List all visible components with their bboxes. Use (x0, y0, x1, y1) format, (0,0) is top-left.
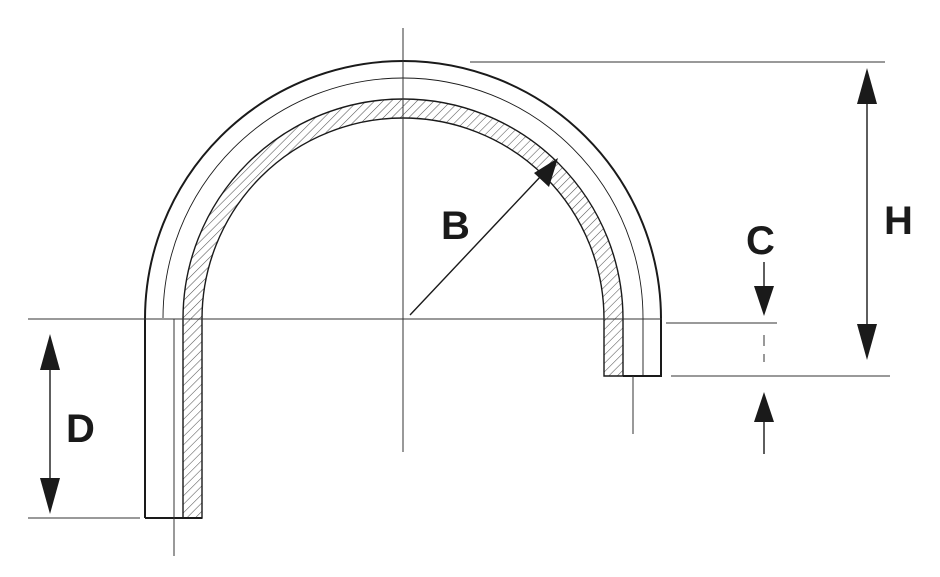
dimension-label-b: B (441, 204, 470, 248)
pipe-bore-line (162, 77, 644, 376)
dimension-label-c: C (746, 219, 775, 263)
b-radius-arrow (409, 158, 558, 316)
d-dimension-arrow (40, 334, 60, 514)
dimension-label-d: D (66, 407, 95, 451)
c-dimension-arrows (754, 262, 774, 454)
h-dimension-arrow (857, 68, 877, 360)
dimension-label-h: H (884, 199, 913, 243)
pipe-outer-contour (144, 60, 662, 518)
